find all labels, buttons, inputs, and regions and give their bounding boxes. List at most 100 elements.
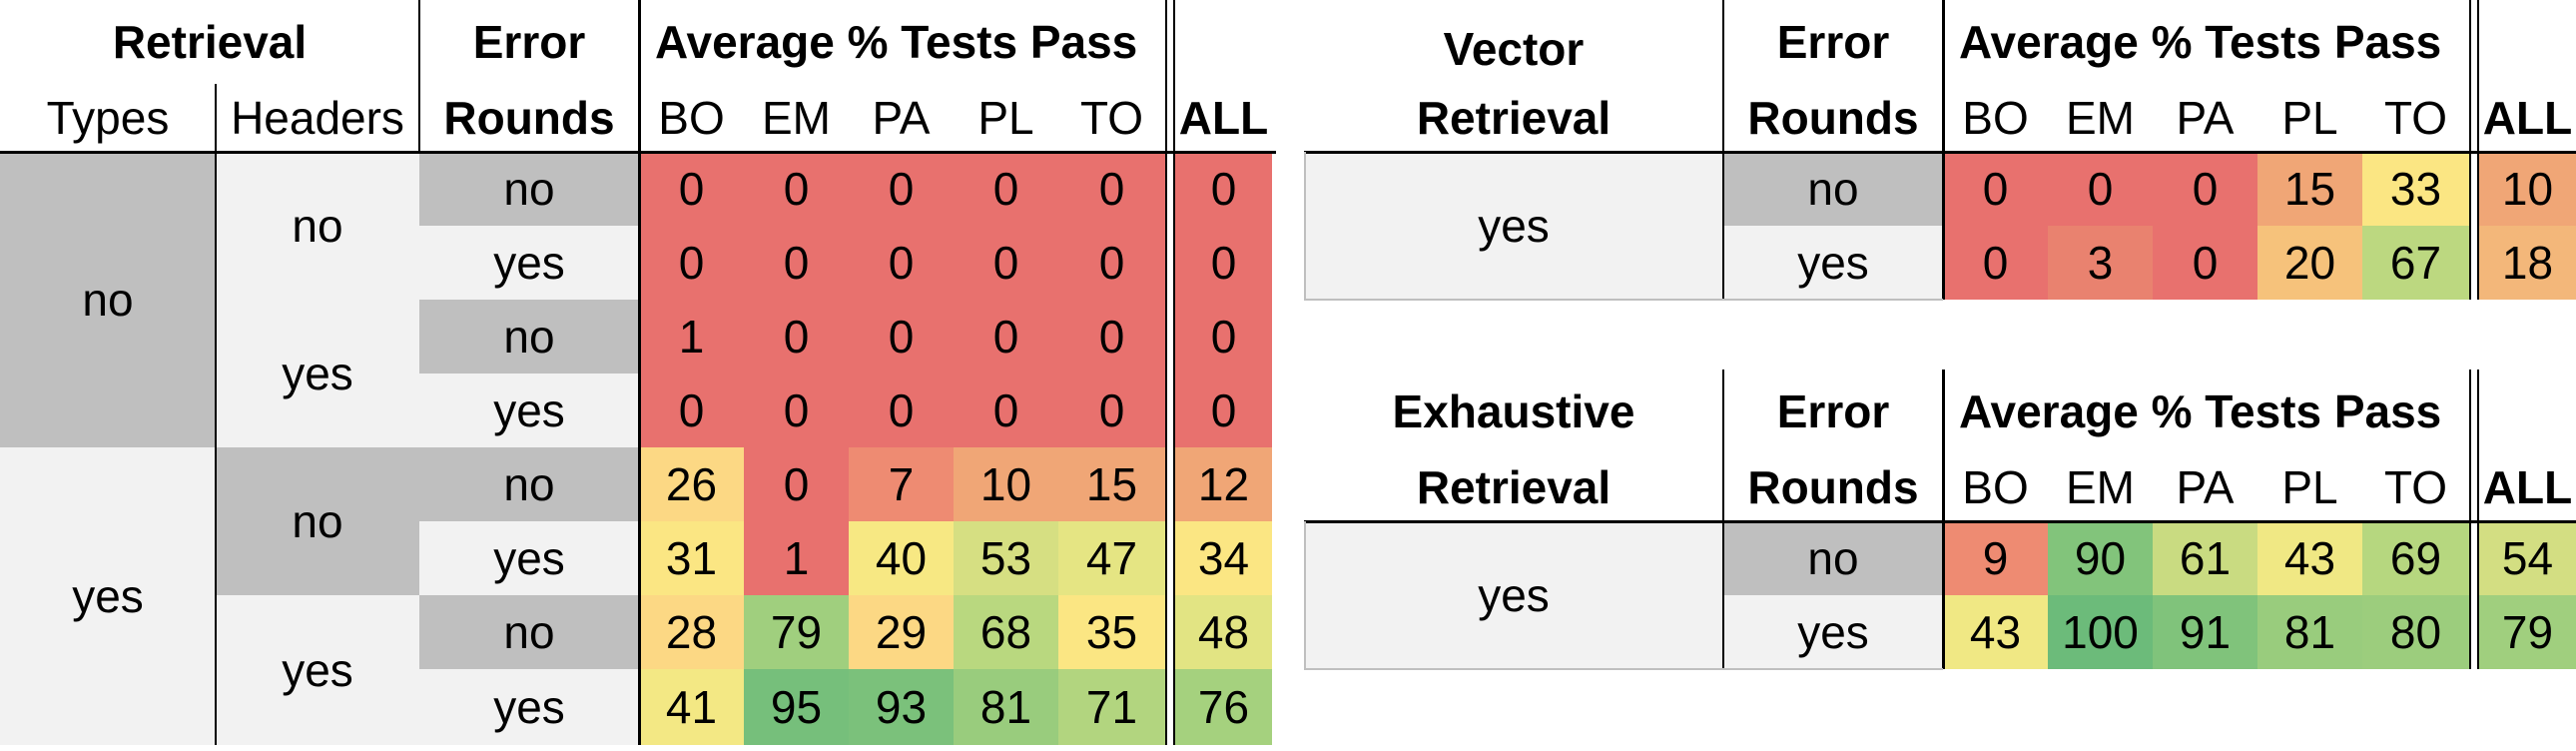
- headers-cell: no: [216, 447, 419, 595]
- score-cell: 40: [849, 521, 954, 595]
- error-rounds-cell: no: [419, 152, 639, 226]
- score-cell: 10: [954, 447, 1058, 521]
- score-cell: 1: [744, 521, 849, 595]
- score-cell: 81: [954, 669, 1058, 745]
- table-bottom-border: [1304, 299, 1943, 301]
- retrieval-header: Retrieval: [112, 16, 308, 68]
- error-rounds-cell: no: [419, 595, 639, 669]
- all-score-cell: 0: [1175, 300, 1272, 374]
- score-cell: 61: [2153, 521, 2257, 595]
- column-header-to: TO: [2383, 461, 2448, 513]
- score-cell: 0: [744, 300, 849, 374]
- score-cell: 15: [2257, 152, 2362, 226]
- score-cell: 28: [639, 595, 744, 669]
- score-cell: 0: [744, 226, 849, 300]
- all-score-cell: 0: [1175, 374, 1272, 447]
- error-rounds-cell: no: [419, 447, 639, 521]
- score-cell: 100: [2048, 595, 2153, 669]
- exhaustive-title-line2: Retrieval: [1416, 461, 1611, 513]
- score-cell: 0: [2153, 152, 2257, 226]
- score-cell: 29: [849, 595, 954, 669]
- score-cell: 69: [2362, 521, 2469, 595]
- divider: [638, 0, 641, 745]
- score-cell: 53: [954, 521, 1058, 595]
- table-bottom-border: [1304, 668, 1943, 670]
- exhaustive-retrieval-table: Exhaustive Retrieval Error Rounds Averag…: [1304, 370, 2576, 679]
- score-cell: 80: [2362, 595, 2469, 669]
- column-header-all: ALL: [2482, 92, 2573, 144]
- avg-tests-pass-header: Average % Tests Pass: [655, 16, 1138, 68]
- headers-cell: yes: [216, 595, 419, 745]
- column-header-pa: PA: [2176, 92, 2235, 144]
- score-cell: 35: [1058, 595, 1165, 669]
- divider: [215, 84, 217, 152]
- score-cell: 0: [1943, 226, 2048, 300]
- error-rounds-cell: yes: [1723, 595, 1943, 669]
- error-rounds-header-line2: Rounds: [1747, 92, 1919, 144]
- score-cell: 15: [1058, 447, 1165, 521]
- score-cell: 91: [2153, 595, 2257, 669]
- score-cell: 68: [954, 595, 1058, 669]
- divider: [1942, 370, 1945, 669]
- error-rounds-header-line1: Error: [1776, 16, 1890, 68]
- all-score-cell: 0: [1175, 226, 1272, 300]
- headers-cell: yes: [216, 300, 419, 447]
- column-header-bo: BO: [1962, 92, 2029, 144]
- score-cell: 0: [954, 152, 1058, 226]
- all-score-cell: 76: [1175, 669, 1272, 745]
- error-rounds-header-line2: Rounds: [1747, 461, 1919, 513]
- score-cell: 26: [639, 447, 744, 521]
- score-cell: 0: [744, 152, 849, 226]
- all-score-cell: 34: [1175, 521, 1272, 595]
- divider: [418, 0, 420, 152]
- score-cell: 0: [2048, 152, 2153, 226]
- avg-tests-pass-header: Average % Tests Pass: [1959, 16, 2442, 68]
- column-header-all: ALL: [1178, 92, 1269, 144]
- column-header-bo: BO: [1962, 461, 2029, 513]
- score-cell: 0: [954, 300, 1058, 374]
- column-header-pl: PL: [2281, 92, 2338, 144]
- error-rounds-cell: yes: [419, 374, 639, 447]
- double-divider: [2469, 0, 2479, 300]
- vector-retrieval-table: Vector Retrieval Error Rounds Average % …: [1304, 0, 2576, 310]
- score-cell: 9: [1943, 521, 2048, 595]
- divider: [1722, 370, 1724, 669]
- avg-tests-pass-header: Average % Tests Pass: [1959, 385, 2442, 437]
- score-cell: 47: [1058, 521, 1165, 595]
- double-divider: [1165, 0, 1175, 745]
- all-score-cell: 12: [1175, 447, 1272, 521]
- divider: [1722, 0, 1724, 300]
- main-results-table: Retrieval Types Headers Error Rounds Ave…: [0, 0, 1278, 751]
- score-cell: 20: [2257, 226, 2362, 300]
- error-rounds-cell: yes: [419, 226, 639, 300]
- score-cell: 0: [1058, 300, 1165, 374]
- score-cell: 0: [639, 226, 744, 300]
- column-header-to: TO: [2383, 92, 2448, 144]
- score-cell: 43: [2257, 521, 2362, 595]
- vector-title-line1: Vector: [1443, 23, 1585, 75]
- score-cell: 0: [639, 374, 744, 447]
- headers-cell: no: [216, 152, 419, 300]
- column-header-all: ALL: [2482, 461, 2573, 513]
- column-header-em: EM: [762, 92, 831, 144]
- score-cell: 67: [2362, 226, 2469, 300]
- score-cell: 81: [2257, 595, 2362, 669]
- error-rounds-cell: no: [1723, 521, 1943, 595]
- column-header-em: EM: [2066, 461, 2135, 513]
- header-rule: [1304, 151, 2576, 154]
- score-cell: 0: [1058, 226, 1165, 300]
- exhaustive-title-line1: Exhaustive: [1392, 385, 1635, 437]
- score-cell: 95: [744, 669, 849, 745]
- all-score-cell: 18: [2479, 226, 2576, 300]
- score-cell: 0: [744, 447, 849, 521]
- all-score-cell: 54: [2479, 521, 2576, 595]
- vector-title-line2: Retrieval: [1416, 92, 1611, 144]
- column-header-pl: PL: [2281, 461, 2338, 513]
- error-rounds-cell: no: [1723, 152, 1943, 226]
- score-cell: 0: [744, 374, 849, 447]
- score-cell: 0: [849, 374, 954, 447]
- score-cell: 0: [954, 374, 1058, 447]
- score-cell: 3: [2048, 226, 2153, 300]
- error-rounds-cell: yes: [419, 521, 639, 595]
- score-cell: 33: [2362, 152, 2469, 226]
